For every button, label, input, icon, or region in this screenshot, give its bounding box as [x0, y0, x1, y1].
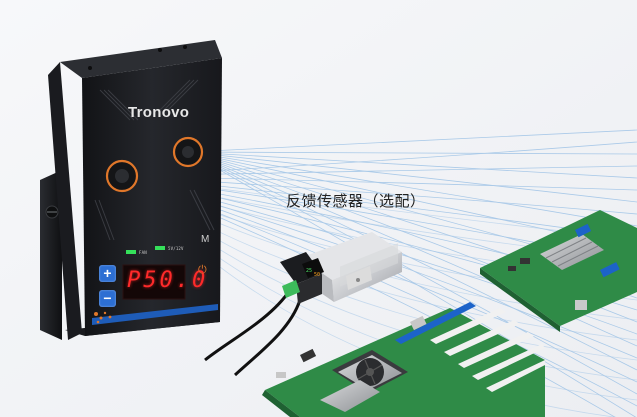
decorative-dots — [94, 311, 112, 324]
controller-top — [60, 40, 222, 78]
controller-side — [48, 62, 82, 340]
airflow-line — [187, 151, 637, 203]
minus-icon: − — [103, 290, 112, 306]
bottom-accent-strip — [92, 304, 218, 325]
airflow-line — [187, 151, 637, 179]
brand-logo: Tronovo — [128, 104, 190, 121]
airflow-line — [187, 151, 637, 227]
pcb-board-bottom — [262, 302, 545, 417]
sensor-screen-value-1: 25 — [306, 268, 312, 274]
voltage-led — [155, 246, 165, 250]
sensor-terminal — [282, 280, 300, 298]
plus-icon: + — [103, 265, 112, 281]
power-icon[interactable]: ⏻ — [198, 263, 207, 276]
airflow-line — [187, 151, 637, 371]
minus-button[interactable]: − — [99, 290, 116, 307]
airflow-line — [187, 151, 637, 417]
sensor-caption: 反馈传感器（选配） — [286, 192, 426, 210]
sensor-cable — [204, 289, 292, 362]
controller-front — [82, 58, 222, 336]
sensor-screen-value-2: 50 — [314, 272, 320, 278]
pcb-board-right — [480, 210, 637, 332]
mode-key-label[interactable]: M — [201, 234, 210, 245]
plus-button[interactable]: + — [99, 265, 116, 282]
fan-indicator-label: FAN — [139, 250, 147, 255]
fan-led — [126, 250, 136, 254]
feedback-sensor: 25 50 — [280, 232, 402, 304]
airflow-line — [187, 129, 637, 153]
airflow-line — [187, 151, 637, 155]
led-display: P50.0 — [127, 268, 209, 293]
controller-unit — [40, 40, 222, 340]
display-panel — [122, 264, 186, 300]
airflow-line — [187, 151, 637, 395]
voltage-indicator-label: 5V/12V — [168, 246, 184, 251]
power-cable — [233, 299, 302, 377]
